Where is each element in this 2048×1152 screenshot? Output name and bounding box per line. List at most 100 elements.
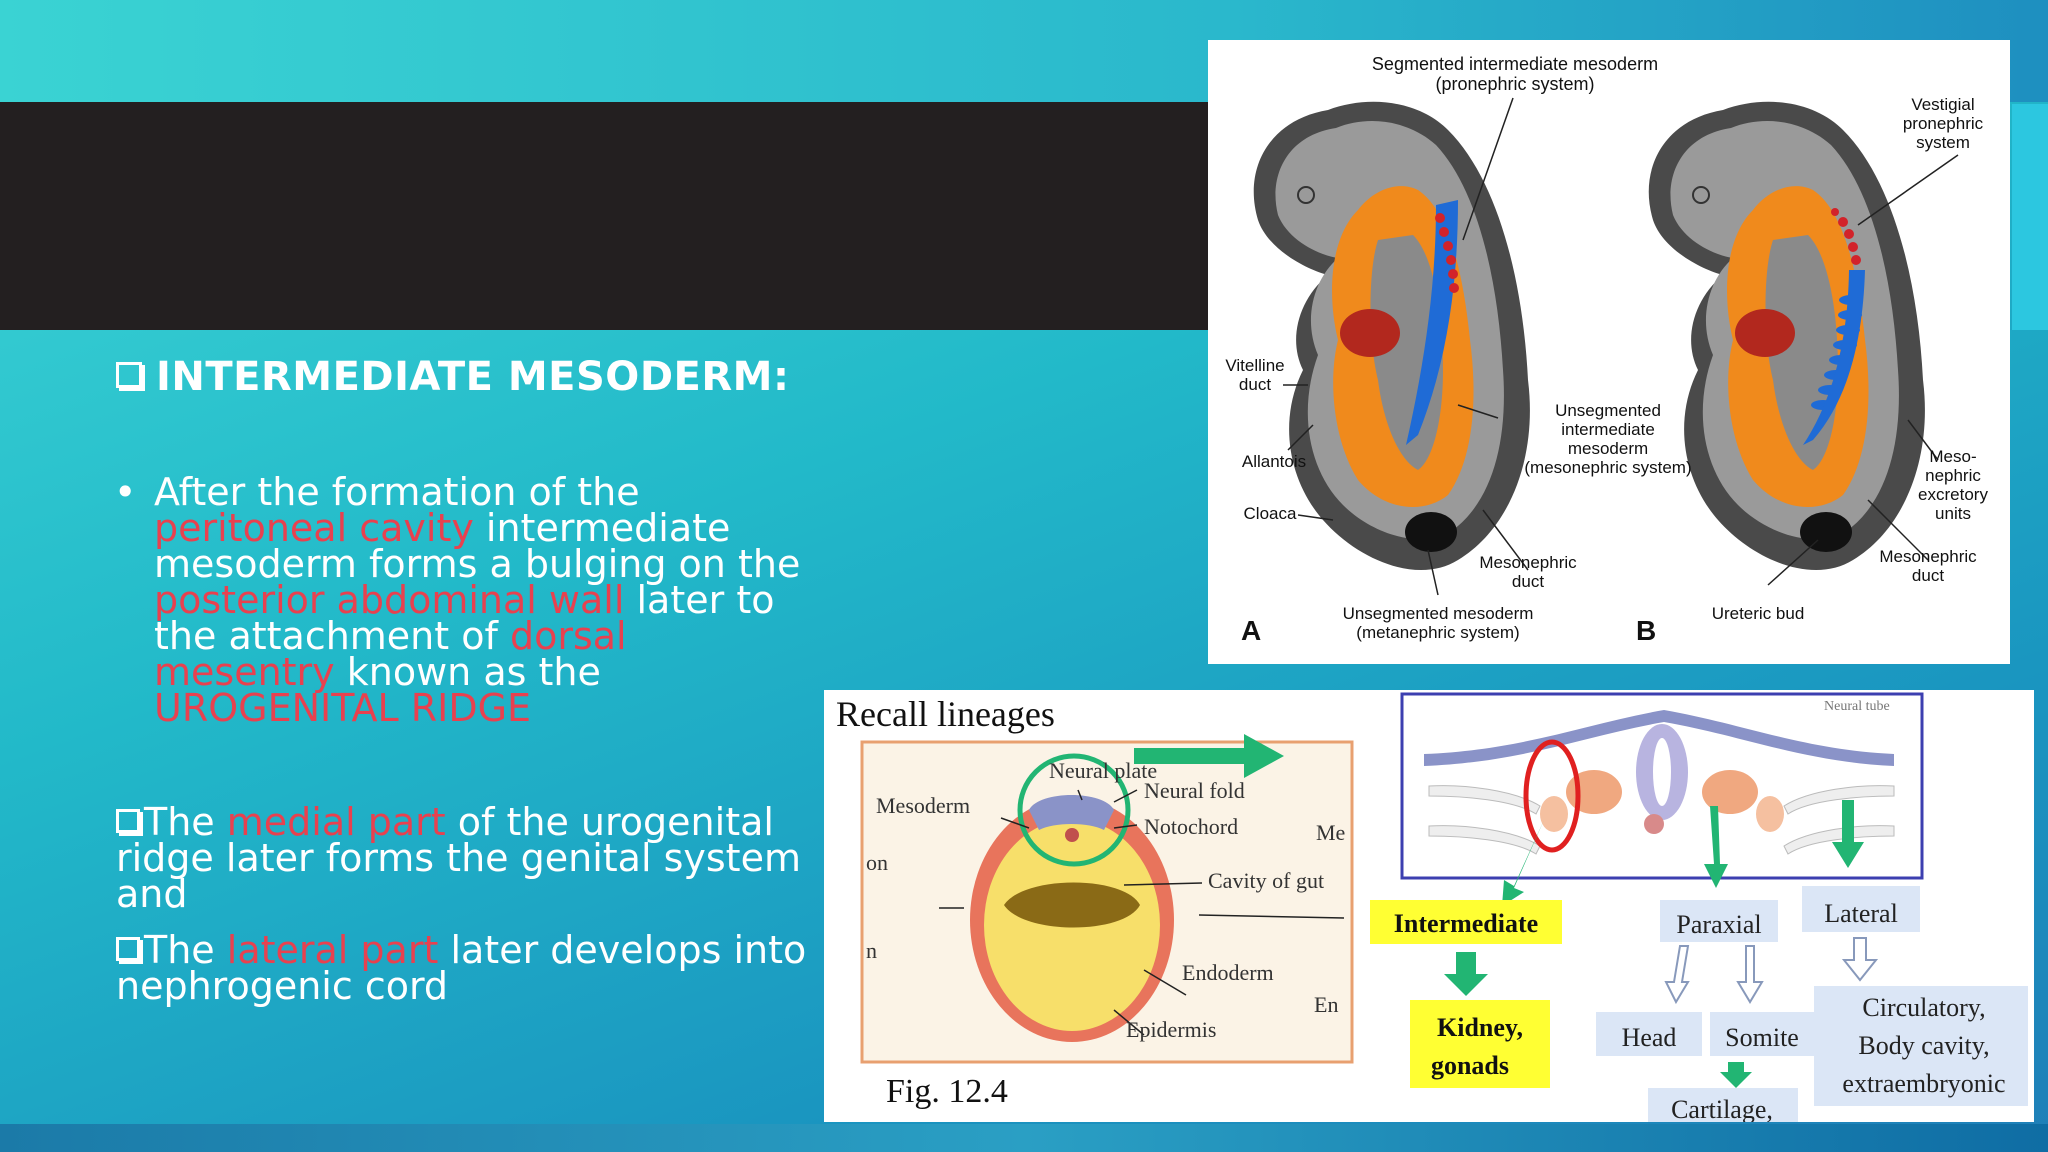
somite-box [1710,1012,1814,1056]
bullet-paragraph-3: The lateral part later develops into nep… [116,931,816,1005]
label-cloaca: Cloaca [1244,504,1297,523]
paraxial-box [1660,900,1778,942]
checkbox-bullet-icon [116,362,142,388]
label-vestigial-3: system [1916,133,1970,152]
bullet-paragraph-2: The medial part of the urogenital ridge … [116,803,816,913]
label-mesoderm: Mesoderm [876,793,970,818]
text-run: of the urogenital ridge later forms the … [116,800,801,916]
highlight-circle [1017,753,1131,867]
arrow-paraxial-icon [1704,806,1728,888]
text-run: later to the attachment of [154,578,775,658]
highlighted-term: medial part [226,800,446,844]
label-paraxial: Paraxial [1676,910,1761,939]
bullet-1-text: After the formation of the peritoneal ca… [154,470,800,730]
green-arrow-icon [1134,734,1284,778]
embryo-b [1648,101,1925,571]
text-run: After the formation of the [154,470,640,514]
arrow-cartilage-icon [1720,1062,1752,1088]
lateral-box [1802,886,1920,932]
lineage-figure: Recall lineages Neural plate Mesoderm Ne… [824,690,2034,1124]
text-run: The [144,928,227,972]
label-head: Head [1622,1023,1677,1052]
figure-number: Fig. 12.4 [886,1073,1008,1110]
highlighted-term: peritoneal cavity [154,506,474,550]
label-lateral: Lateral [1824,899,1898,928]
red-highlight-circle [1523,739,1581,853]
text-run: The [144,800,227,844]
label-mesonephric-duct-a-2: duct [1512,572,1544,591]
highlighted-term: lateral part [226,928,439,972]
label-vestigial-2: pronephric [1903,114,1984,133]
label-endoderm: Endoderm [1182,960,1274,985]
label-mesonephric-duct-a-1: Mesonephric [1479,553,1577,572]
circulatory-box [1814,986,2028,1106]
bullet-paragraph-1: • After the formation of the peritoneal … [114,473,814,727]
arrow-kidney-icon [1444,952,1488,996]
label-meso-4: units [1935,504,1971,523]
arrow-circulatory-icon [1841,937,1879,982]
label-edge-n: n [866,938,877,963]
label-metanephric-2: (metanephric system) [1356,623,1519,642]
label-ureteric-bud: Ureteric bud [1712,604,1805,623]
checkbox-bullet-icon [116,808,140,833]
intermediate-box [1370,900,1562,944]
label-extraembryonic: extraembryonic [1842,1069,2005,1098]
panel-label-a: A [1241,615,1261,646]
label-unsegmented-2: intermediate [1561,420,1655,439]
label-unsegmented-3: mesoderm [1568,439,1648,458]
heading-text: INTERMEDIATE MESODERM: [156,354,790,400]
label-allantois: Allantois [1242,452,1306,471]
checkbox-bullet-icon [116,936,140,961]
section-heading: INTERMEDIATE MESODERM: [116,354,789,400]
label-edge-en: En [1314,992,1338,1017]
label-intermediate: Intermediate [1394,909,1538,938]
cartilage-box [1648,1088,1798,1122]
embryo-diagram: Segmented intermediate mesoderm (proneph… [1225,54,1988,646]
bullet-3-text: The lateral part later develops into nep… [116,928,806,1008]
arrow-somite-icon [1736,945,1764,1004]
highlighted-term: posterior abdominal wall [154,578,625,622]
arrow-intermediate-icon [1502,820,1544,906]
label-mesonephric-duct-b-1: Mesonephric [1879,547,1977,566]
label-mesonephric-duct-b-2: duct [1912,566,1944,585]
label-unsegmented-1: Unsegmented [1555,401,1661,420]
highlighted-term: dorsal mesentry [154,614,627,694]
label-vestigial-1: Vestigial [1911,95,1974,114]
label-gonads: gonads [1431,1051,1509,1080]
text-run: intermediate mesoderm forms a bulging on… [154,506,801,586]
bullet-dot-icon: • [114,470,137,514]
label-neural-tube: Neural tube [1824,699,1890,714]
label-unsegmented-4: (mesonephric system) [1524,458,1691,477]
label-meso-2: nephric [1925,466,1981,485]
right-accent-bar [2012,104,2048,330]
embryo-a [1253,101,1530,571]
label-notochord: Notochord [1144,814,1238,839]
label-cartilage: Cartilage, [1671,1095,1773,1122]
text-run: known as the [334,650,601,694]
bullet-2-text: The medial part of the urogenital ridge … [116,800,801,916]
label-metanephric-1: Unsegmented mesoderm [1343,604,1534,623]
label-body-cavity: Body cavity, [1858,1031,1989,1060]
label-edge-on: on [866,850,888,875]
label-circulatory: Circulatory, [1862,993,1985,1022]
panel-label-b: B [1636,615,1656,646]
title-band [0,102,1210,330]
label-somite: Somite [1725,1023,1799,1052]
label-vitelline-1: Vitelline [1225,356,1284,375]
label-segmented-sub: (pronephric system) [1435,74,1594,94]
label-epidermis: Epidermis [1126,1017,1216,1042]
text-run: later develops into nephrogenic cord [116,928,807,1008]
label-segmented: Segmented intermediate mesoderm [1372,54,1658,74]
label-meso-1: Meso- [1929,447,1976,466]
label-neural-fold: Neural fold [1144,778,1245,803]
label-cavity-of-gut: Cavity of gut [1208,868,1324,893]
lineage-diagram: Recall lineages Neural plate Mesoderm Ne… [836,692,2028,1124]
arrow-head-icon [1664,945,1690,1005]
label-vitelline-2: duct [1239,375,1271,394]
label-meso-3: excretory [1918,485,1988,504]
embryo-figure: Segmented intermediate mesoderm (proneph… [1208,40,2010,664]
kidney-box [1410,1000,1550,1088]
label-kidney: Kidney, [1437,1013,1523,1042]
highlighted-term: UROGENITAL RIDGE [154,686,532,730]
bottom-strip [0,1124,2048,1152]
